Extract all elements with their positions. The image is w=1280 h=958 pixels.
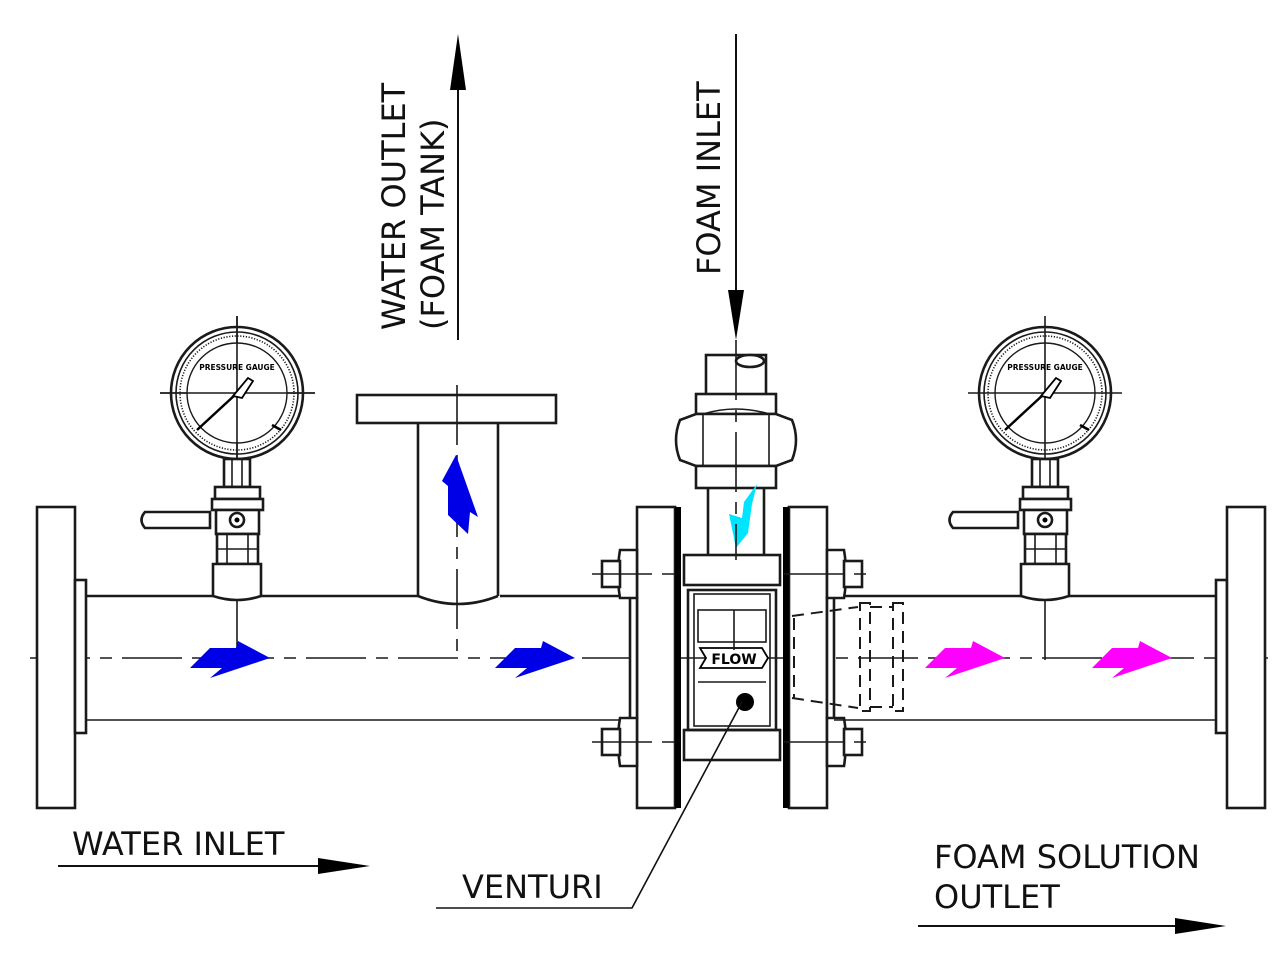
flow-tag-text: FLOW [711,652,756,668]
pressure-gauge-upstream: PRESSURE GAUGE [160,316,315,478]
foam-inlet-label: FOAM INLET [690,81,728,275]
downstream-hidden-coupling [791,602,904,712]
gauge-label: PRESSURE GAUGE [1007,363,1083,372]
gauge-label: PRESSURE GAUGE [199,363,275,372]
flow-arrow-foam-solution-1 [925,641,1005,678]
water-outlet-label: WATER OUTLET [375,82,413,330]
outlet-flange [1214,505,1267,810]
inlet-flange [35,505,88,810]
foam-solution-label: FOAM SOLUTION [934,838,1200,876]
outlet-pipe [834,594,1217,721]
flow-arrow-water-2 [495,641,575,678]
venturi-leader-line [436,701,743,909]
water-outlet-sublabel: (FOAM TANK) [414,118,452,330]
flow-arrow-foam-solution-2 [1092,641,1172,678]
flow-arrow-water-1 [190,641,270,678]
venturi-body: FLOW [682,553,782,762]
water-outlet-arrow [450,34,466,340]
venturi-label: VENTURI [462,868,603,906]
valve-handle [948,510,1020,530]
gauge-valve-upstream [140,457,265,602]
valve-handle [140,510,212,530]
foam-solution-sublabel: OUTLET [934,878,1060,916]
flow-tag [698,647,770,669]
foam-inlet-arrow [728,34,744,560]
flow-arrow-foam-concentrate [729,484,757,548]
venturi-right-flange [783,505,872,810]
pressure-gauge-downstream: PRESSURE GAUGE [968,316,1122,478]
venturi-left-flange [592,505,681,810]
foam-solution-arrow [918,918,1226,934]
water-inlet-label: WATER INLET [72,825,285,863]
flow-arrow-water-up [442,455,478,534]
gauge-valve-downstream [948,457,1073,660]
inlet-pipe [86,594,630,721]
water-inlet-arrow [58,858,370,874]
